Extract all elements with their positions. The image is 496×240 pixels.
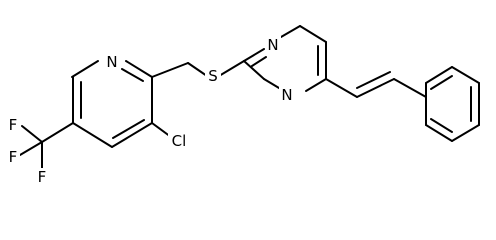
bond [425, 66, 453, 84]
bond [430, 75, 453, 90]
bond [121, 68, 144, 82]
bond [125, 60, 153, 78]
bond [325, 78, 358, 98]
bond [187, 62, 208, 77]
trifluoromethyl-group [19, 122, 74, 173]
bond [356, 78, 395, 98]
bond [243, 60, 265, 80]
atom-label-f-2: F [9, 148, 18, 166]
vinyl-linker [325, 71, 427, 98]
bond [251, 56, 267, 67]
bond [218, 60, 245, 77]
bond [72, 122, 113, 148]
bond [112, 119, 145, 139]
atom-label-n-pyrimidine-2: N [281, 86, 292, 104]
thioether-linker [151, 60, 245, 78]
bond [71, 60, 99, 78]
bond [451, 66, 480, 84]
bond [280, 25, 301, 38]
bond [243, 48, 265, 62]
phenyl-ring [425, 66, 480, 142]
atom-label-n-pyridine: N [106, 53, 117, 71]
pyridine-ring [71, 60, 153, 148]
bond [356, 71, 391, 89]
bond [305, 78, 327, 92]
bond [430, 118, 453, 133]
atom-label-f-3: F [38, 168, 47, 186]
atom-label-n-pyrimidine-1: N [267, 36, 278, 54]
bond [19, 141, 43, 156]
atom-label-cl: Cl [172, 132, 187, 150]
bond [393, 78, 427, 98]
atom-label-f-1: F [9, 116, 18, 134]
atom-labels: N S N N Cl F F F [6, 36, 295, 186]
bond [41, 122, 74, 143]
bond [151, 62, 189, 78]
atom-label-s: S [208, 67, 218, 85]
pyrimidine-ring [243, 25, 327, 92]
bond [151, 122, 172, 138]
bond [425, 124, 453, 142]
bond [299, 25, 327, 43]
bond [21, 125, 43, 143]
structure-diagram: N S N N Cl F F F [6, 25, 480, 186]
bond [451, 124, 480, 142]
bond [111, 122, 153, 148]
